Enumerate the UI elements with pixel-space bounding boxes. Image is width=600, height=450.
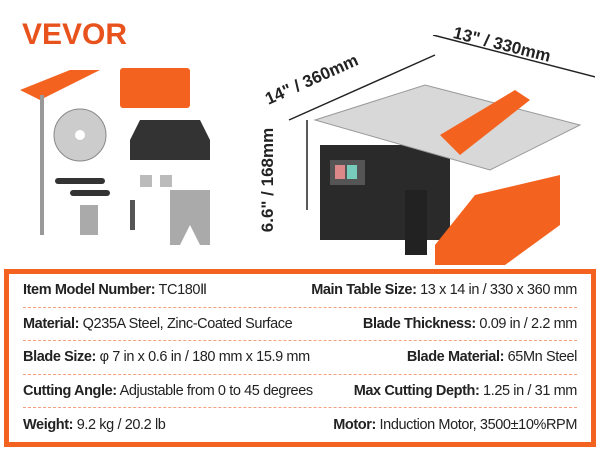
spec-value: TC180Ⅱ: [155, 282, 208, 299]
spec-value: 1.25 in / 31 mm: [479, 383, 577, 400]
spec-value: 13 x 14 in / 330 x 360 mm: [416, 282, 577, 299]
spec-item: Weight: 9.2 kg / 20.2 lb: [23, 417, 166, 434]
spec-item: Blade Thickness: 0.09 in / 2.2 mm: [363, 316, 577, 332]
spec-item: Blade Material: 65Mn Steel: [406, 349, 578, 366]
spec-row: Item Model Number: TC180Ⅱ Main Table Siz…: [23, 274, 577, 308]
spec-key: Blade Thickness:: [362, 315, 476, 332]
spec-item: Blade Size: φ 7 in x 0.6 in / 180 mm x 1…: [23, 349, 310, 365]
specifications-table: Item Model Number: TC180Ⅱ Main Table Siz…: [4, 269, 596, 447]
height-dimension: 6.6" / 168mm: [258, 127, 278, 233]
spec-value: 65Mn Steel: [504, 349, 578, 366]
spec-key: Weight:: [23, 417, 74, 434]
spec-key: Blade Size:: [23, 349, 96, 366]
spec-key: Cutting Angle:: [23, 383, 117, 400]
vevor-logo: VEVOR: [22, 18, 128, 51]
spec-row: Weight: 9.2 kg / 20.2 lb Motor: Inductio…: [23, 408, 577, 442]
spec-item: Main Table Size: 13 x 14 in / 330 x 360 …: [311, 282, 577, 298]
spec-value: Adjustable from 0 to 45 degrees: [116, 383, 314, 400]
spec-value: 9.2 kg / 20.2 lb: [73, 417, 166, 434]
spec-key: Item Model Number:: [23, 282, 156, 299]
tile-saw-image: [288, 35, 595, 265]
spec-row: Cutting Angle: Adjustable from 0 to 45 d…: [23, 375, 577, 409]
spec-value: Induction Motor, 3500±10%RPM: [375, 417, 578, 434]
spec-key: Main Table Size:: [311, 282, 417, 299]
spec-row: Blade Size: φ 7 in x 0.6 in / 180 mm x 1…: [23, 341, 577, 375]
spec-key: Blade Material:: [406, 349, 505, 366]
spec-item: Motor: Induction Motor, 3500±10%RPM: [333, 417, 577, 433]
spec-item: Cutting Angle: Adjustable from 0 to 45 d…: [23, 383, 313, 399]
spec-value: φ 7 in x 0.6 in / 180 mm x 15.9 mm: [95, 349, 311, 366]
spec-key: Max Cutting Depth:: [353, 383, 480, 400]
spec-item: Max Cutting Depth: 1.25 in / 31 mm: [353, 383, 578, 400]
spec-value: 0.09 in / 2.2 mm: [475, 315, 577, 332]
spec-row: Material: Q235A Steel, Zinc-Coated Surfa…: [23, 308, 577, 342]
spec-item: Item Model Number: TC180Ⅱ: [23, 282, 207, 298]
spec-key: Material:: [23, 315, 80, 332]
spec-key: Motor:: [333, 417, 376, 434]
spec-value: Q235A Steel, Zinc-Coated Surface: [79, 315, 293, 332]
spec-item: Material: Q235A Steel, Zinc-Coated Surfa…: [23, 315, 293, 332]
accessories-image: [20, 68, 210, 245]
